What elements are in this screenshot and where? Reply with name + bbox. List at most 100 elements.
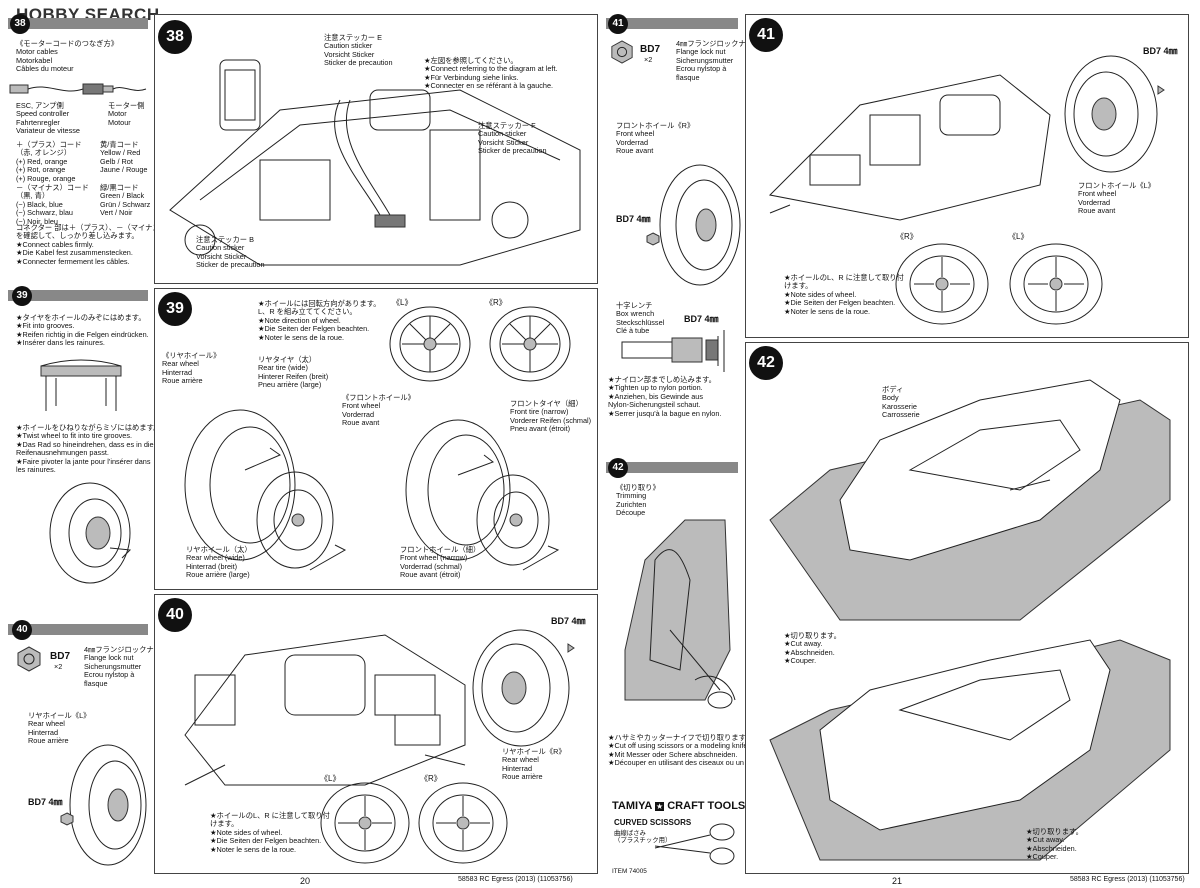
connect-note: コネクター 部は＋（プラス）、－（マイナス） を確認して、しっかり差し込みます。… xyxy=(16,223,168,266)
step41-side-band xyxy=(606,18,738,29)
bd7-qty: ×2 xyxy=(54,662,63,671)
body-label: ボディ Body Karosserie Carrosserie xyxy=(882,385,920,420)
step38-number: 38 xyxy=(158,20,192,54)
wheel-l-icon-41 xyxy=(1009,243,1103,325)
front-wheel-r-label: フロントホイール《R》 Front wheel Vorderrad Roue a… xyxy=(616,121,695,156)
body-trim-drawing-upper xyxy=(769,379,1171,621)
bd7-label-40-side: BD7 4㎜ xyxy=(28,797,63,807)
plus-cable-motor-label: 黄/青コード Yellow / Red Gelb / Rot Jaune / R… xyxy=(100,140,148,175)
motor-cable-diagram xyxy=(9,83,147,95)
trimming-drawing xyxy=(624,519,736,709)
motor-side-label: モーター側 Motor Motour xyxy=(108,101,145,127)
trimming-title: 《切り取り》 Trimming Zurichten Découpe xyxy=(616,483,660,518)
scissors-icon xyxy=(654,823,735,865)
front-tire-label: フロントタイヤ（細） Front tire (narrow) Vorderer … xyxy=(510,399,592,434)
twist-wheel-note: ★ホイールをひねりながらミゾにはめます。 ★Twist wheel to fit… xyxy=(16,423,161,475)
bd7-part-code: BD7 xyxy=(50,651,71,662)
sticker-e-label: 注意ステッカー E Caution sticker Vorsicht Stick… xyxy=(324,33,393,68)
rear-tire-label: リヤタイヤ（太） Rear tire (wide) Hinterer Reife… xyxy=(258,355,329,390)
item-number: ITEM 74005 xyxy=(612,868,647,875)
cut-off-note: ★ハサミやカッターナイフで切り取ります。 ★Cut off using scis… xyxy=(608,733,766,768)
wheel-sides-note-41: ★ホイールのL、R に注意して取り付 けます。 ★Note sides of w… xyxy=(784,273,904,316)
step41-side-number: 41 xyxy=(608,14,628,34)
wheel-sides-note-40: ★ホイールのL、R に注意して取り付 けます。 ★Note sides of w… xyxy=(210,811,330,854)
step40-side-band xyxy=(8,624,148,635)
step38-side-band xyxy=(8,18,148,29)
bd7-label-41-side: BD7 4㎜ xyxy=(616,214,651,224)
wheel-l-label-41: 《L》 xyxy=(1008,232,1029,241)
rear-wheel-l-drawing xyxy=(69,744,147,866)
bd7-nut-icon-41 xyxy=(646,232,660,246)
bd7-label-40: BD7 4㎜ xyxy=(551,616,586,626)
tighten-note: ★ナイロン部までしめ込みます。 ★Tighten up to nylon por… xyxy=(608,375,722,418)
wheel-r-label-40: 《R》 xyxy=(420,774,442,783)
step42-number: 42 xyxy=(749,346,783,380)
step41-number: 41 xyxy=(749,18,783,52)
flange-nut-desc-41: 4㎜フランジロックナット Flange lock nut Sicherungsm… xyxy=(676,39,761,82)
wheel-direction-note: ★ホイールには回転方向があります。 L、R を組み立ててください。 ★Note … xyxy=(258,299,381,342)
product-code-right: 58583 RC Egress (2013) (11053756) xyxy=(1070,876,1185,883)
bd7-label-41: BD7 4㎜ xyxy=(1143,46,1178,56)
wheel-r-icon-41 xyxy=(895,243,989,325)
tamiya-star-icon: ★ xyxy=(655,802,665,811)
rear-chassis-drawing-40 xyxy=(184,634,466,786)
step39-side-band xyxy=(8,290,148,301)
front-wheel-l-drawing xyxy=(1064,55,1165,173)
bd7-label-41b: BD7 4㎜ xyxy=(684,314,719,324)
wheel-l-label-40: 《L》 xyxy=(320,774,341,783)
flange-nut-icon-41 xyxy=(611,40,633,64)
front-wheel-r-drawing xyxy=(659,164,741,286)
wheel-left-label: 《L》 xyxy=(392,298,413,307)
rear-wheel-r-label: リヤホイール《R》 Rear wheel Hinterrad Roue arri… xyxy=(502,747,566,782)
page-number-right: 21 xyxy=(892,876,903,886)
wheel-right-label: 《R》 xyxy=(485,298,507,307)
tamiya-brand: TAMIYA ★ CRAFT TOOLS xyxy=(612,800,745,812)
step38-side-number: 38 xyxy=(10,14,30,34)
connect-diagram-note: ★左図を参照してください。 ★Connect referring to the … xyxy=(424,56,558,91)
step42-side-band xyxy=(606,462,738,473)
tamiya-text: TAMIYA xyxy=(612,800,652,812)
craft-tools-text: CRAFT TOOLS xyxy=(667,800,746,812)
plus-cable-label: ＋（プラス）コード （赤, オレンジ） (+) Red, orange (+) … xyxy=(16,140,82,183)
front-chassis-drawing-41 xyxy=(768,74,1051,221)
cut-away-note-2: ★切り取ります。 ★Cut away. ★Abschneiden. ★Coupe… xyxy=(1026,827,1083,862)
rear-wheel-r-drawing xyxy=(472,629,575,747)
rear-wheel-wide-label: リヤホイール（太） Rear wheel (wide) Hinterrad (b… xyxy=(186,545,252,580)
sticker-f-label: 注意ステッカー F Caution sticker Vorsicht Stick… xyxy=(478,121,547,156)
wheel-twist-diagram xyxy=(49,482,132,584)
step40-side-number: 40 xyxy=(12,620,32,640)
esc-side-label: ESC, アンプ側 Speed controller Fahrtenregler… xyxy=(16,101,80,136)
rear-wheel-assembly-drawing xyxy=(184,409,347,571)
step42-side-number: 42 xyxy=(608,458,628,478)
bd7-qty-41: ×2 xyxy=(644,55,653,64)
product-code: 58583 RC Egress (2013) (11053756) xyxy=(458,876,573,883)
box-wrench-drawing xyxy=(621,330,725,372)
step39-side-number: 39 xyxy=(12,286,32,306)
tire-groove-diagram xyxy=(40,359,122,411)
box-wrench-label: 十字レンチ Box wrench Steckschlüssel Clé à tu… xyxy=(616,301,665,336)
minus-cable-label: －（マイナス）コード （黒, 青） (−) Black, blue (−) Sc… xyxy=(16,183,89,226)
front-wheel-title: 《フロントホイール》 Front wheel Vorderrad Roue av… xyxy=(342,393,415,428)
flange-nut-icon xyxy=(17,646,41,672)
chassis-drawing-38 xyxy=(169,59,581,266)
front-wheel-l-label: フロントホイール《L》 Front wheel Vorderrad Roue a… xyxy=(1078,181,1156,216)
step39-number: 39 xyxy=(158,292,192,326)
wheel-r-label-41: 《R》 xyxy=(896,232,918,241)
curved-scissors-label: CURVED SCISSORS xyxy=(614,818,692,827)
sticker-b-label: 注意ステッカー B Caution sticker Vorsicht Stick… xyxy=(196,235,265,270)
body-trim-drawing-lower xyxy=(769,639,1171,861)
step40-panel xyxy=(154,594,598,874)
minus-cable-motor-label: 緑/黒コード Green / Black Grün / Schwarz Vert… xyxy=(100,183,151,218)
fit-grooves-note: ★タイヤをホイールのみぞにはめます。 ★Fit into grooves. ★R… xyxy=(16,313,149,348)
step40-number: 40 xyxy=(158,598,192,632)
wheel-l-icon xyxy=(389,306,471,382)
cut-away-note-1: ★切り取ります。 ★Cut away. ★Abschneiden. ★Coupe… xyxy=(784,631,841,666)
scissors-jp-label: 曲線ばさみ （プラスチック用） xyxy=(614,830,672,845)
rear-wheel-l-label: リヤホイール《L》 Rear wheel Hinterrad Roue arri… xyxy=(28,711,91,746)
flange-nut-desc: 4㎜フランジロックナット Flange lock nut Sicherungsm… xyxy=(84,645,169,688)
step38-panel xyxy=(154,14,598,284)
front-wheel-narrow-label: フロントホイール（細） Front wheel (narrow) Vorderr… xyxy=(400,545,481,580)
wheel-l-icon-40 xyxy=(320,782,410,864)
page-number-left: 20 xyxy=(300,876,311,886)
bd7-part-code-41: BD7 xyxy=(640,44,661,55)
